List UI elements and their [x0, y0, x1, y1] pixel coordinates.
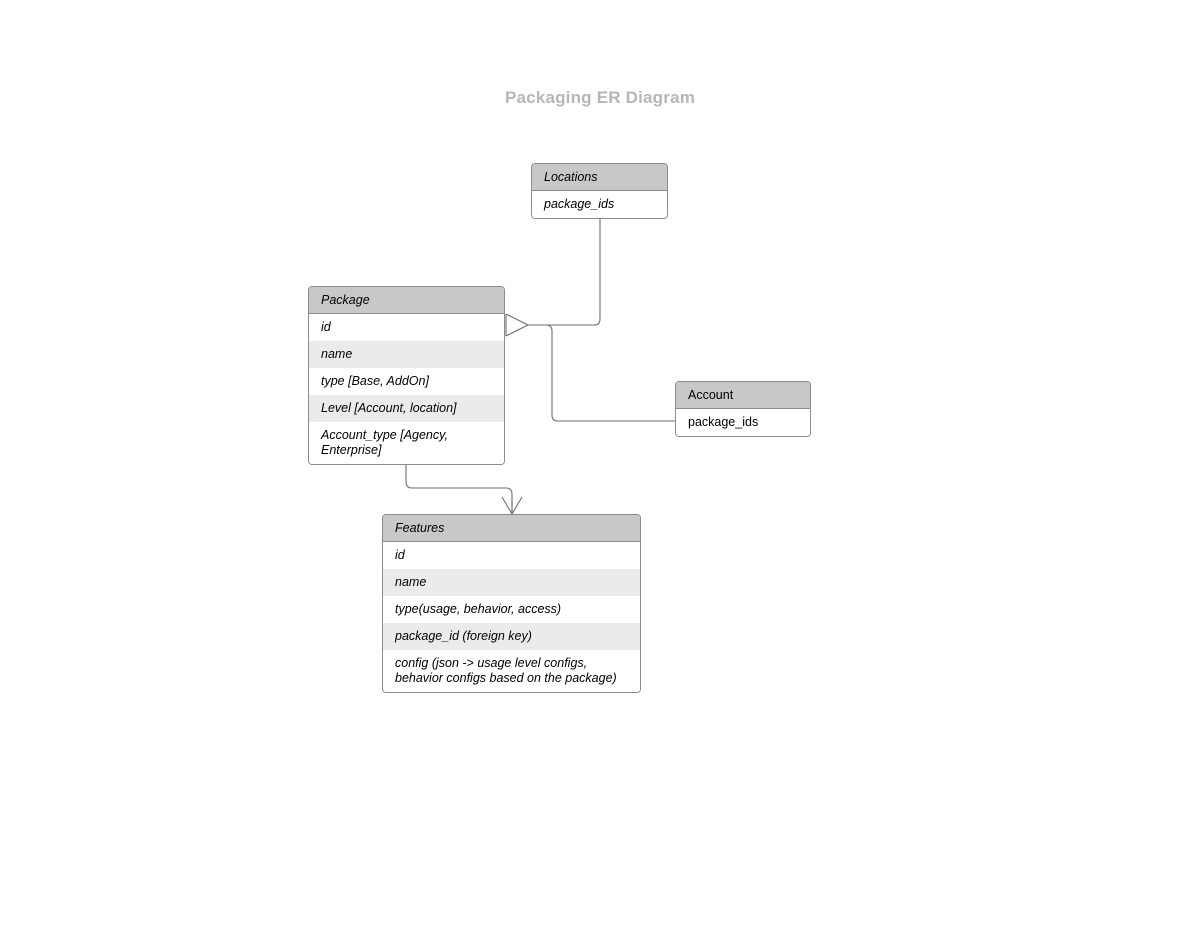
entity-account[interactable]: Account package_ids [675, 381, 811, 437]
entity-package-title: Package [309, 287, 504, 314]
entity-locations-attribute-package-ids: package_ids [532, 191, 667, 218]
entity-package-attribute-account-type: Account_type [Agency, Enterprise] [309, 422, 504, 464]
entity-package-attribute-type: type [Base, AddOn] [309, 368, 504, 395]
entity-features-attribute-name: name [383, 569, 640, 596]
entity-locations[interactable]: Locations package_ids [531, 163, 668, 219]
entity-package[interactable]: Package id name type [Base, AddOn] Level… [308, 286, 505, 465]
entity-account-attribute-package-ids: package_ids [676, 409, 810, 436]
entity-account-title: Account [676, 382, 810, 409]
entity-features-attribute-package-id: package_id (foreign key) [383, 623, 640, 650]
entity-package-attribute-id: id [309, 314, 504, 341]
edge-package-account [528, 324, 675, 422]
entity-package-attribute-level: Level [Account, location] [309, 395, 504, 422]
entity-locations-title: Locations [532, 164, 667, 191]
entity-features-title: Features [383, 515, 640, 542]
crows-foot-marker-features [501, 496, 523, 515]
crows-foot-open-marker-package [505, 313, 529, 337]
entity-features-attribute-id: id [383, 542, 640, 569]
edge-package-locations [528, 214, 601, 326]
entity-package-attribute-name: name [309, 341, 504, 368]
entity-features-attribute-type: type(usage, behavior, access) [383, 596, 640, 623]
page-title: Packaging ER Diagram [504, 88, 696, 107]
entity-features-attribute-config: config (json -> usage level configs, beh… [383, 650, 640, 692]
entity-features[interactable]: Features id name type(usage, behavior, a… [382, 514, 641, 693]
